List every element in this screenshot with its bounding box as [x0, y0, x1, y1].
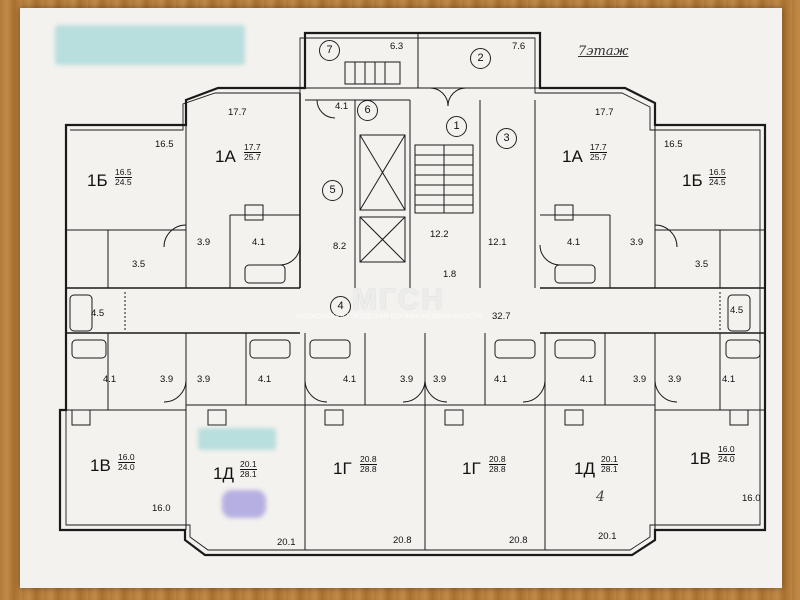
area-lift-hall: 1.8	[443, 269, 457, 280]
apt-1d-right-type: 1Д	[574, 459, 595, 478]
area-r6: 4.1	[335, 101, 349, 112]
room-number-5: 5	[322, 180, 343, 201]
room-number-1: 1	[446, 116, 467, 137]
outer-wall-top	[58, 31, 767, 557]
apt-1a-left-type: 1А	[215, 147, 236, 166]
room-number-4: 4	[330, 296, 351, 317]
area-kitchen-1v-left: 3.9	[160, 374, 174, 385]
area-1b-right-room: 16.5	[664, 139, 683, 150]
area-r7: 6.3	[390, 41, 404, 52]
area-kitchen-1d-right: 3.9	[633, 374, 647, 385]
area-bath-1g-right: 4.1	[494, 374, 508, 385]
redaction-top-left	[55, 25, 245, 65]
watermark-brand: МГСН	[352, 283, 445, 316]
area-bath-1v-right: 4.1	[722, 374, 736, 385]
room-number-3: 3	[496, 128, 517, 149]
area-1a-right-room: 17.7	[595, 107, 614, 118]
area-kitchen-1g-right: 3.9	[433, 374, 447, 385]
area-1b-left-room: 16.5	[155, 139, 174, 150]
floor-label: 7этаж	[578, 44, 629, 59]
area-r1: 12.2	[430, 229, 449, 240]
redaction-1d	[198, 428, 276, 450]
room-number-2: 2	[470, 48, 491, 69]
area-kitchen-1g-left: 3.9	[400, 374, 414, 385]
area-1a-left-room: 17.7	[228, 107, 247, 118]
area-bath-1b-left: 4.5	[91, 308, 105, 319]
area-r3: 12.1	[488, 237, 507, 248]
apt-1a-right-type: 1А	[562, 147, 583, 166]
area-r5: 8.2	[333, 241, 347, 252]
area-bath-1b-right: 4.5	[730, 305, 744, 316]
apt-1g-right-type: 1Г	[462, 459, 481, 478]
handwritten-note: 4	[596, 489, 605, 505]
area-1v-right-room: 16.0	[742, 493, 761, 504]
area-1g-right-room: 20.8	[509, 535, 528, 546]
area-bath-1v-left: 4.1	[103, 374, 117, 385]
apt-1v-right-type: 1В	[690, 449, 711, 468]
apt-1b-left-type: 1Б	[87, 171, 108, 190]
area-kitchen-1v-right: 3.9	[668, 374, 682, 385]
apt-1d-left-type: 1Д	[213, 464, 234, 483]
area-1v-left-room: 16.0	[152, 503, 171, 514]
area-bath-1a-left: 4.1	[252, 237, 266, 248]
area-1d-left-room: 20.1	[277, 537, 296, 548]
area-kitchen-1a-right: 3.9	[630, 237, 644, 248]
apt-1v-left-type: 1В	[90, 456, 111, 475]
area-bath-1a-right: 4.1	[567, 237, 581, 248]
area-bath-1g-left: 4.1	[343, 374, 357, 385]
area-hall-1b-left: 3.5	[132, 259, 146, 270]
room-number-6: 6	[357, 100, 378, 121]
area-corridor: 32.7	[492, 311, 511, 322]
area-hall-1b-right: 3.5	[695, 259, 709, 270]
area-kitchen-1a-left: 3.9	[197, 237, 211, 248]
watermark-tagline: МОСКОВСКАЯ ГОРОДСКАЯ СЛУЖБА НЕДВИЖИМОСТИ	[296, 313, 483, 320]
area-kitchen-1d-left: 3.9	[197, 374, 211, 385]
area-bath-1d-left: 4.1	[258, 374, 272, 385]
area-bath-1d-right: 4.1	[580, 374, 594, 385]
area-1d-right-room: 20.1	[598, 531, 617, 542]
area-r2: 7.6	[512, 41, 526, 52]
apt-1b-right-type: 1Б	[682, 171, 703, 190]
area-1g-left-room: 20.8	[393, 535, 412, 546]
redaction-purple	[222, 490, 266, 518]
apt-1g-left-type: 1Г	[333, 459, 352, 478]
room-number-7: 7	[319, 40, 340, 61]
